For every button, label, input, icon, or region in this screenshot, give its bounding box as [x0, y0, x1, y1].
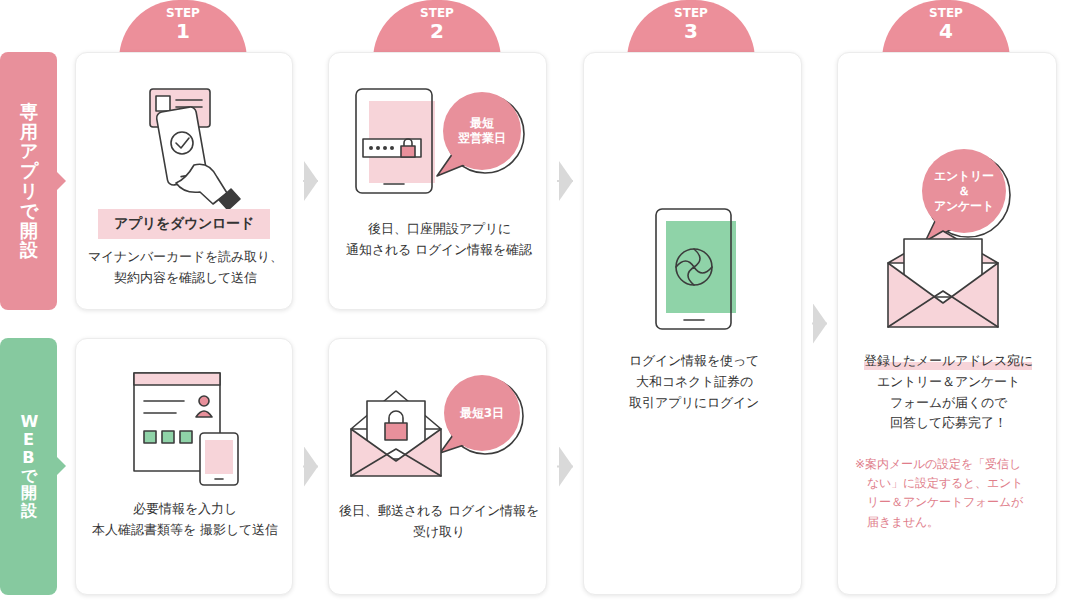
row-header: 専用アプリで開設: [0, 52, 57, 310]
step-arrow: [557, 180, 573, 182]
step-label: STEP: [674, 7, 708, 20]
web-form-icon: [76, 339, 294, 596]
step-number: 1: [176, 20, 190, 42]
mail-icon: [838, 53, 1058, 596]
row-title: WEBで開設: [20, 413, 36, 520]
step-text: 登録したメールアドレス宛に エントリー＆アンケート フォームが届くので 回答して…: [848, 351, 1048, 434]
step-number: 2: [430, 20, 444, 42]
step-card: アプリをダウンロードマイナンバーカードを読み取り、 契約内容を確認して送信: [75, 52, 293, 310]
row-title: 専用アプリで開設: [20, 102, 38, 260]
step-label: STEP: [929, 7, 963, 20]
step-card: 後日、郵送される ログイン情報を 受け取り 最短3日: [328, 338, 547, 595]
trading-app-icon: [584, 53, 803, 596]
step-text: ログイン情報を使って 大和コネクト証券の 取引アプリにログイン: [594, 351, 794, 413]
mail-lock-icon: [329, 339, 548, 596]
step-card: 後日、口座開設アプリに 通知される ログイン情報を確認 最短 翌営業日: [328, 52, 547, 310]
row-header: WEBで開設: [0, 338, 57, 595]
step-tab: STEP2: [373, 0, 501, 60]
bubble-text: 最短3日: [447, 406, 517, 421]
step-card: ログイン情報を使って 大和コネクト証券の 取引アプリにログイン: [583, 52, 802, 595]
step-arrow: [812, 323, 827, 325]
phone-login-icon: [329, 53, 548, 311]
entry-bubble: エントリー ＆ アンケート: [922, 149, 1006, 233]
note-text: ※案内メールの設定を「受信し ない」に設定すると、エント リー＆アンケートフォー…: [855, 455, 1041, 532]
step-arrow: [557, 466, 573, 468]
time-bubble: 最短 翌営業日: [443, 92, 521, 170]
step-text: 後日、口座開設アプリに 通知される ログイン情報を確認: [339, 219, 539, 261]
step-card: 登録したメールアドレス宛に エントリー＆アンケート フォームが届くので 回答して…: [837, 52, 1057, 595]
step-tab: STEP4: [882, 0, 1010, 60]
bubble-text: 最短 翌営業日: [451, 116, 513, 146]
step-tab: STEP1: [119, 0, 247, 60]
tab-pointer: [57, 172, 66, 190]
step-text: 必要情報を入力し 本人確認書類等を 撮影して送信: [85, 499, 285, 541]
step-tab: STEP3: [627, 0, 755, 60]
step-label: STEP: [166, 7, 200, 20]
step-label: STEP: [420, 7, 454, 20]
step-text: 後日、郵送される ログイン情報を 受け取り: [339, 501, 539, 543]
step-number: 3: [684, 20, 698, 42]
bubble-text: エントリー ＆ アンケート: [931, 169, 997, 214]
step-heading: アプリをダウンロード: [98, 209, 270, 239]
time-bubble: 最短3日: [444, 375, 520, 451]
step-card: 必要情報を入力し 本人確認書類等を 撮影して送信: [75, 338, 293, 595]
step-arrow: [303, 466, 318, 468]
tab-pointer: [57, 457, 66, 475]
step-text: マイナンバーカードを読み取り、 契約内容を確認して送信: [81, 247, 289, 289]
step-arrow: [303, 180, 318, 182]
step-number: 4: [939, 20, 953, 42]
